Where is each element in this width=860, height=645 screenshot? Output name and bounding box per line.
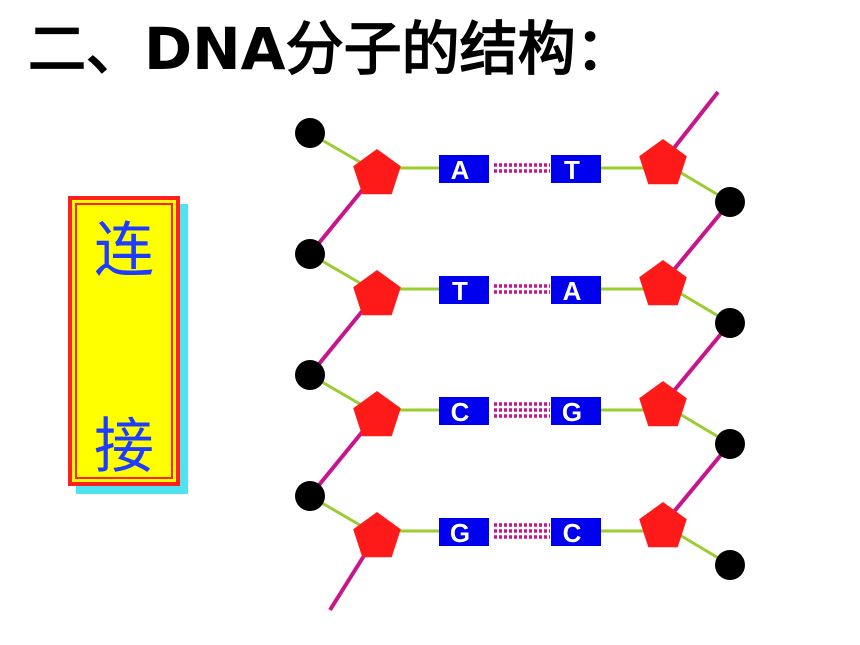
right-base-box — [551, 397, 601, 425]
right-base-box — [551, 276, 601, 304]
left-sugar — [353, 149, 401, 195]
left-base-letter: G — [450, 518, 470, 548]
left-phosphate — [295, 360, 325, 390]
left-base-box — [439, 518, 489, 546]
left-base-box — [439, 155, 489, 183]
bases: A T T A C G G C — [439, 155, 601, 548]
left-base-letter: A — [451, 155, 470, 185]
page-title: 二、DNA分子的结构： — [28, 15, 634, 83]
hydrogen-bonds — [494, 163, 550, 539]
sugars — [353, 139, 687, 558]
left-phosphate — [295, 239, 325, 269]
left-base-letter: T — [452, 276, 468, 306]
right-sugar — [639, 139, 687, 185]
left-base-box — [439, 397, 489, 425]
right-base-letter: G — [562, 397, 582, 427]
right-sugar — [639, 502, 687, 548]
left-base-box — [439, 276, 489, 304]
right-base-letter: T — [564, 155, 580, 185]
right-phosphate — [715, 429, 745, 459]
left-sugar — [353, 270, 401, 316]
label-char-lian: 连 — [94, 216, 154, 286]
left-phosphate — [295, 118, 325, 148]
left-sugar — [353, 512, 401, 558]
right-phosphate — [715, 308, 745, 338]
right-phosphate — [715, 550, 745, 580]
left-phosphate — [295, 481, 325, 511]
phosphates — [295, 118, 745, 580]
left-base-letter: C — [451, 397, 470, 427]
right-base-box — [551, 155, 601, 183]
right-base-letter: A — [563, 276, 582, 306]
right-base-box — [551, 518, 601, 546]
bonds — [309, 131, 731, 567]
left-sugar — [353, 391, 401, 437]
right-phosphate — [715, 187, 745, 217]
right-sugar — [639, 260, 687, 306]
right-base-letter: C — [563, 518, 582, 548]
connection-label: 连 接 — [68, 196, 180, 486]
label-char-jie: 接 — [94, 412, 154, 482]
right-sugar — [639, 381, 687, 427]
